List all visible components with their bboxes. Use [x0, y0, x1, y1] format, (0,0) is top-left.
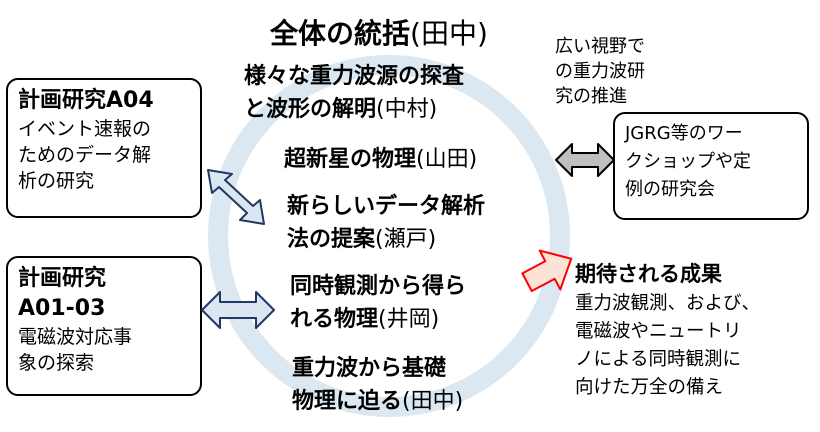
box-jgrg-workshops: JGRG等のワー クショップや定 例の研究会 [613, 112, 809, 220]
outcome-line: ノによる同時観測に [575, 349, 741, 370]
box-line: 電磁波対応事 [18, 326, 133, 348]
box-line: JGRG等のワー [625, 123, 743, 144]
expected-outcomes: 期待される成果 重力波観測、および、 電磁波やニュートリ ノによる同時観測に 向… [575, 258, 760, 402]
topic-person: (井岡) [378, 307, 440, 332]
vision-line: 広い視野で [555, 36, 645, 57]
topic-line: 重力波から基礎 [292, 356, 447, 381]
topic-gw-sources: 様々な重力波源の探査 と波形の解明(中村) [244, 60, 464, 126]
topic-line: 物理に迫る [292, 389, 403, 414]
double-arrow-a04-icon [207, 169, 265, 225]
topic-line: 新らしいデータ解析 [287, 194, 486, 219]
topic-person: (田中) [402, 389, 464, 414]
box-title: 計画研究A04 [18, 88, 154, 113]
topic-fundamental-physics: 重力波から基礎 物理に迫る(田中) [292, 352, 463, 418]
topic-line: 様々な重力波源の探査 [244, 64, 465, 89]
topic-line: と波形の解明 [244, 97, 377, 122]
topic-line: 同時観測から得ら [290, 274, 467, 299]
topic-data-analysis: 新らしいデータ解析 法の提案(瀬戸) [287, 190, 485, 256]
box-project-a04: 計画研究A04 イベント速報の ためのデータ解 析の研究 [6, 78, 202, 218]
box-line: 析の研究 [18, 170, 95, 192]
title-bold: 全体の統括 [270, 17, 411, 50]
double-arrow-a01-icon [201, 291, 275, 329]
topic-supernova: 超新星の物理(山田) [284, 143, 477, 176]
topic-joint-observation: 同時観測から得ら れる物理(井岡) [290, 270, 466, 336]
outcome-line: 電磁波やニュートリ [575, 321, 742, 342]
outcome-arrow-icon [521, 249, 573, 293]
topic-person: (山田) [416, 147, 478, 172]
outcome-line: 重力波観測、および、 [575, 293, 761, 314]
box-line: 例の研究会 [625, 179, 715, 200]
vision-line: 究の推進 [555, 86, 627, 107]
box-line: イベント速報の [18, 118, 152, 140]
box-project-a01-03: 計画研究 A01-03 電磁波対応事 象の探索 [6, 256, 202, 396]
box-line: クショップや定 [625, 151, 751, 172]
topic-person: (瀬戸) [375, 227, 437, 252]
box-title: A01-03 [18, 296, 106, 321]
box-title: 計画研究 [18, 266, 107, 291]
double-arrow-jgrg-icon [555, 143, 615, 177]
title-person: (田中) [410, 17, 488, 50]
overall-coordination-title: 全体の統括(田中) [270, 12, 488, 52]
topic-line: 法の提案 [287, 227, 376, 252]
topic-line: 超新星の物理 [284, 147, 417, 172]
box-line: ためのデータ解 [18, 144, 152, 166]
vision-line: の重力波研 [555, 61, 645, 82]
outcome-line: 向けた万全の備え [575, 377, 724, 398]
box-line: 象の探索 [18, 352, 95, 374]
vision-note: 広い視野で の重力波研 究の推進 [555, 34, 645, 109]
topic-person: (中村) [376, 97, 438, 122]
outcome-title: 期待される成果 [575, 262, 722, 286]
topic-line: れる物理 [290, 307, 379, 332]
